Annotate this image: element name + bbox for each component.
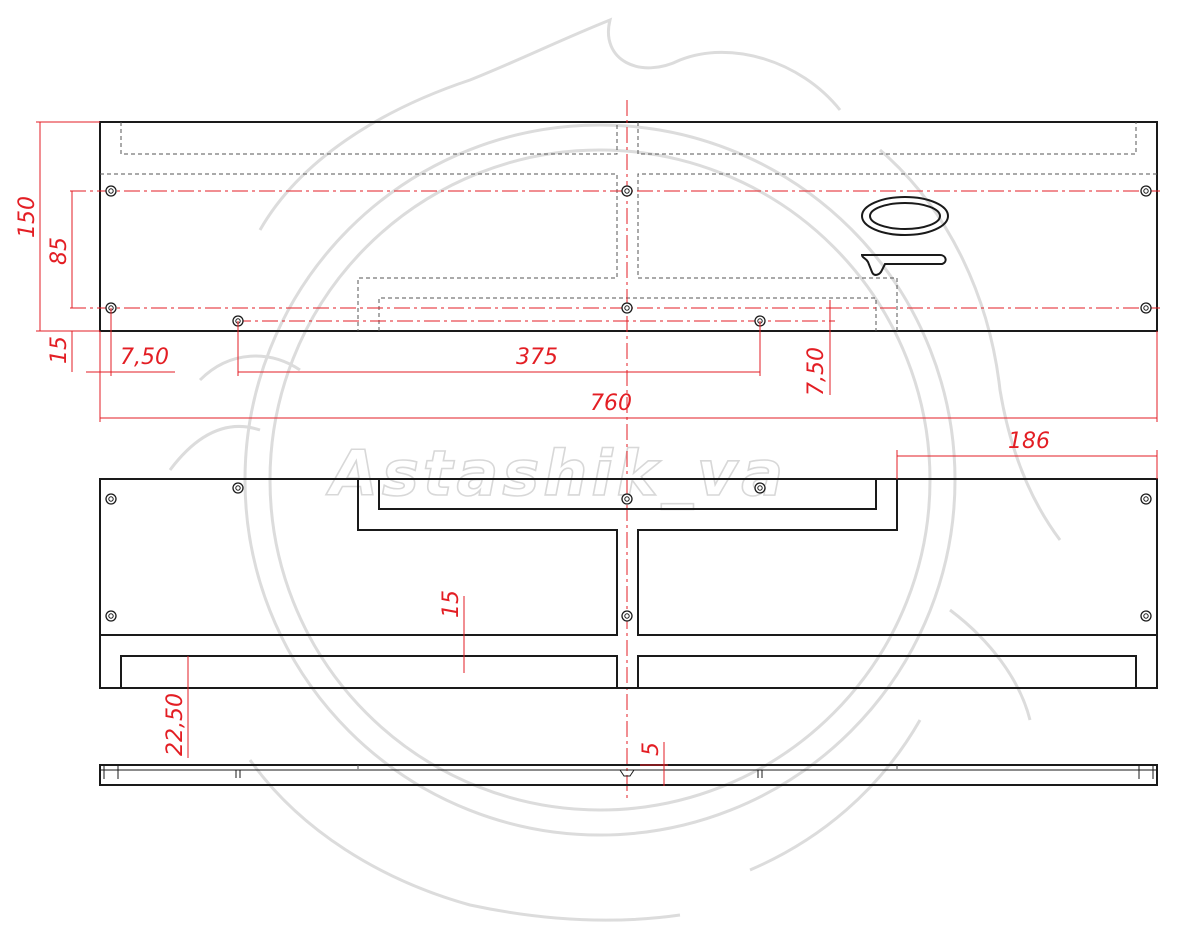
dim-edge-offset: 7,50 — [120, 345, 169, 370]
bottom-view-outline — [99, 764, 1158, 786]
middle-view-holes — [105, 482, 1152, 622]
dim-frame-width: 15 — [439, 590, 464, 618]
hole — [105, 493, 117, 505]
dim-thickness: 5 — [639, 742, 664, 756]
hole — [1140, 185, 1152, 197]
hole — [621, 185, 633, 197]
dim-overall-height: 150 — [15, 196, 40, 238]
engraved-number — [860, 196, 949, 276]
hole — [1140, 302, 1152, 314]
hole — [1140, 610, 1152, 622]
top-view-outline — [99, 121, 1158, 332]
dim-bottom-flange: 15 — [47, 336, 72, 364]
hole — [105, 185, 117, 197]
hole — [621, 302, 633, 314]
dim-edge-offset-vertical: 7,50 — [804, 347, 829, 396]
middle-view — [99, 478, 1158, 689]
top-view-dimensions: 150 85 15 7,50 375 7,50 760 — [15, 121, 1158, 422]
hole — [621, 610, 633, 622]
dim-overall-length: 760 — [590, 391, 632, 416]
dim-cutout-length: 186 — [1008, 429, 1050, 454]
watermark: Astashik_va — [168, 17, 1062, 922]
middle-view-outline — [99, 478, 1158, 689]
hole — [754, 482, 766, 494]
hole — [621, 493, 633, 505]
dim-lower-frame-width: 22,50 — [163, 693, 188, 756]
hole — [105, 610, 117, 622]
bottom-view: 5 — [99, 742, 1158, 786]
dim-hole-spacing-horizontal: 375 — [516, 345, 558, 370]
top-view — [70, 100, 1160, 800]
middle-view-dimensions: 186 15 22,50 — [163, 429, 1158, 758]
watermark-text: Astashik_va — [325, 437, 787, 510]
dim-hole-spacing-vertical: 85 — [47, 237, 72, 265]
top-view-holes — [105, 185, 1152, 327]
hole — [232, 482, 244, 494]
hole — [1140, 493, 1152, 505]
